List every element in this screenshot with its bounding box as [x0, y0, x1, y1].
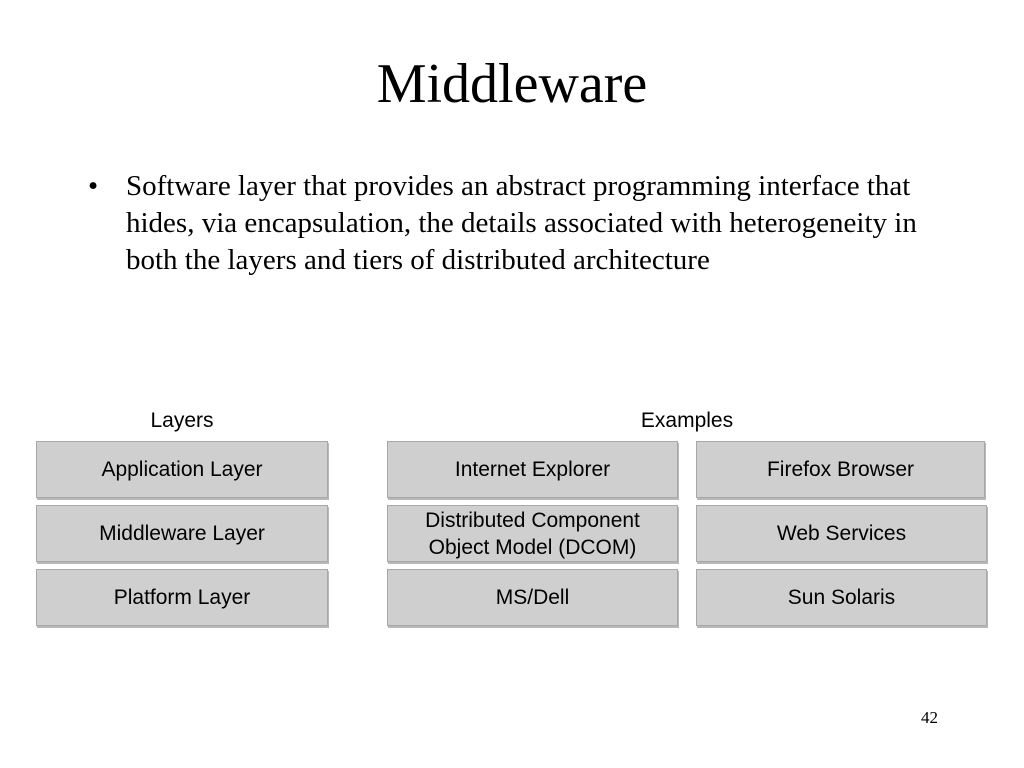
- slide-title: Middleware: [376, 53, 648, 115]
- examples-header: Examples: [640, 409, 734, 432]
- bullet-list: • Software layer that provides an abstra…: [88, 168, 918, 279]
- example-box-ms-dell: MS/Dell: [387, 569, 678, 626]
- example-box-firefox: Firefox Browser: [696, 441, 985, 498]
- layer-box-application: Application Layer: [36, 441, 328, 498]
- layer-box-middleware: Middleware Layer: [36, 505, 328, 562]
- page-number: 42: [921, 708, 938, 727]
- example-box-web-services: Web Services: [696, 505, 987, 562]
- layers-header: Layers: [150, 409, 214, 432]
- example-box-sun-solaris: Sun Solaris: [696, 569, 987, 626]
- bullet-item: • Software layer that provides an abstra…: [88, 168, 918, 279]
- example-box-internet-explorer: Internet Explorer: [387, 441, 678, 498]
- example-box-dcom: Distributed Component Object Model (DCOM…: [387, 505, 678, 562]
- bullet-text: Software layer that provides an abstract…: [126, 170, 917, 276]
- bullet-mark: •: [88, 170, 99, 202]
- layer-box-platform: Platform Layer: [36, 569, 328, 626]
